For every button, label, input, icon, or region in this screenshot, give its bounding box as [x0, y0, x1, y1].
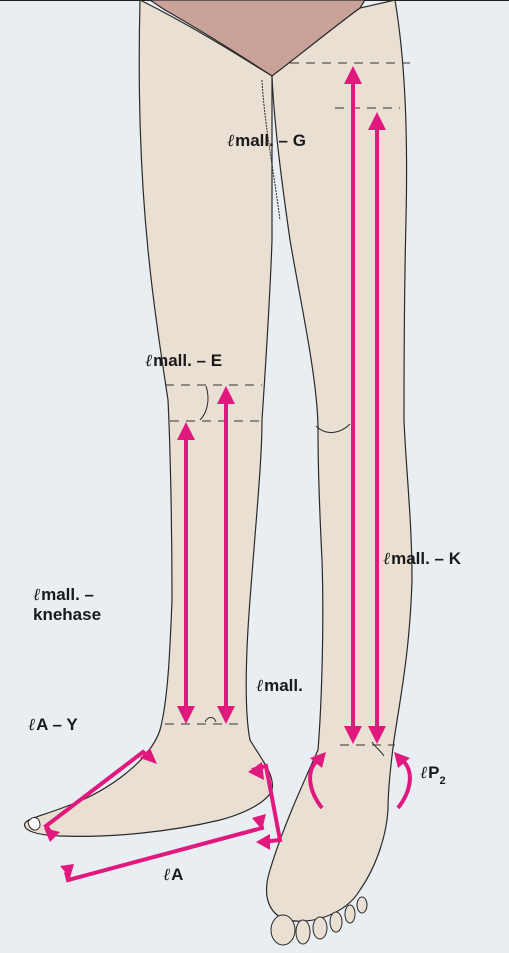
- label-mall-e: ℓmall. – E: [145, 351, 222, 371]
- label-mall-k: ℓmall. – K: [383, 549, 462, 569]
- label-a: ℓA: [163, 865, 183, 885]
- label-mall: ℓmall.: [256, 676, 303, 696]
- label-mall-knehase-line1: ℓmall. –: [33, 585, 94, 605]
- label-mall-g: ℓmall. – G: [227, 131, 306, 151]
- label-mall-knehase-line2: knehase: [33, 605, 101, 624]
- label-a-y: ℓA – Y: [28, 715, 78, 735]
